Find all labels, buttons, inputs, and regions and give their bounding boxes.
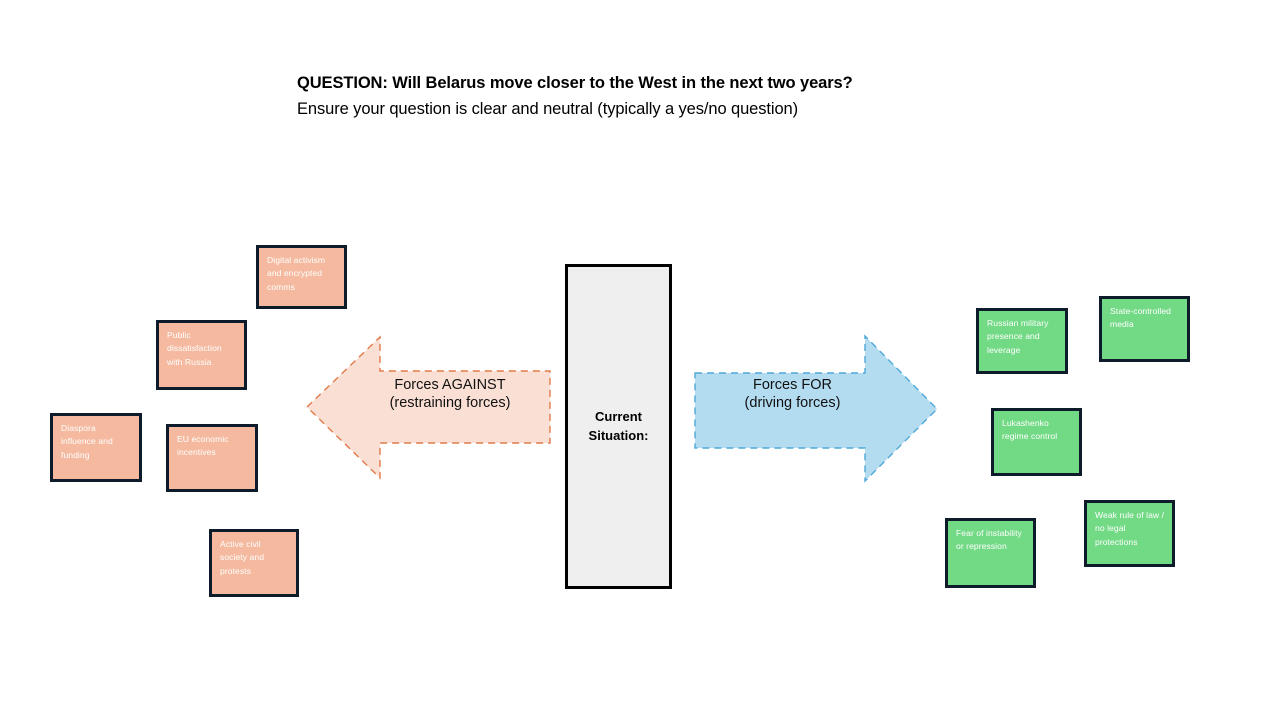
diagram-header: QUESTION: Will Belarus move closer to th… (297, 70, 1057, 123)
restraining-force-card[interactable]: Diaspora influence and funding (50, 413, 142, 482)
driving-force-card-label: Weak rule of law / no legal protections (1095, 510, 1165, 547)
restraining-force-card[interactable]: Digital activism and encrypted comms (256, 245, 347, 309)
restraining-force-card-label: Digital activism and encrypted comms (267, 255, 326, 292)
restraining-force-card[interactable]: Active civil society and protests (209, 529, 299, 597)
forces-for-arrow (693, 330, 943, 495)
driving-force-card[interactable]: Russian military presence and leverage (976, 308, 1068, 374)
current-situation-label-line2: Situation: (588, 427, 649, 443)
arrow-left-shape (305, 335, 551, 480)
restraining-force-card[interactable]: Public dissatisfaction with Russia (156, 320, 247, 390)
driving-force-card[interactable]: Lukashenko regime control (991, 408, 1082, 476)
current-situation-label-line1: Current (595, 408, 642, 424)
restraining-force-card[interactable]: EU economic incentives (166, 424, 258, 492)
current-situation-label: Current Situation: (589, 408, 649, 446)
arrow-right-shape (694, 334, 938, 483)
driving-force-card-label: Fear of instability or repression (956, 528, 1022, 552)
forces-against-arrow (305, 330, 555, 495)
driving-force-card-label: Russian military presence and leverage (987, 318, 1049, 355)
driving-force-card[interactable]: State-controlled media (1099, 296, 1190, 362)
driving-force-card-label: Lukashenko regime control (1002, 418, 1058, 442)
restraining-force-card-label: EU economic incentives (177, 434, 229, 458)
current-situation-box: Current Situation: (565, 264, 672, 589)
question-instruction: Ensure your question is clear and neutra… (297, 100, 799, 119)
restraining-force-card-label: Active civil society and protests (220, 539, 265, 576)
restraining-force-card-label: Diaspora influence and funding (61, 423, 113, 460)
driving-force-card-label: State-controlled media (1110, 306, 1171, 330)
restraining-force-card-label: Public dissatisfaction with Russia (167, 330, 222, 367)
driving-force-card[interactable]: Fear of instability or repression (945, 518, 1036, 588)
question-title: QUESTION: Will Belarus move closer to th… (297, 74, 853, 92)
driving-force-card[interactable]: Weak rule of law / no legal protections (1084, 500, 1175, 567)
